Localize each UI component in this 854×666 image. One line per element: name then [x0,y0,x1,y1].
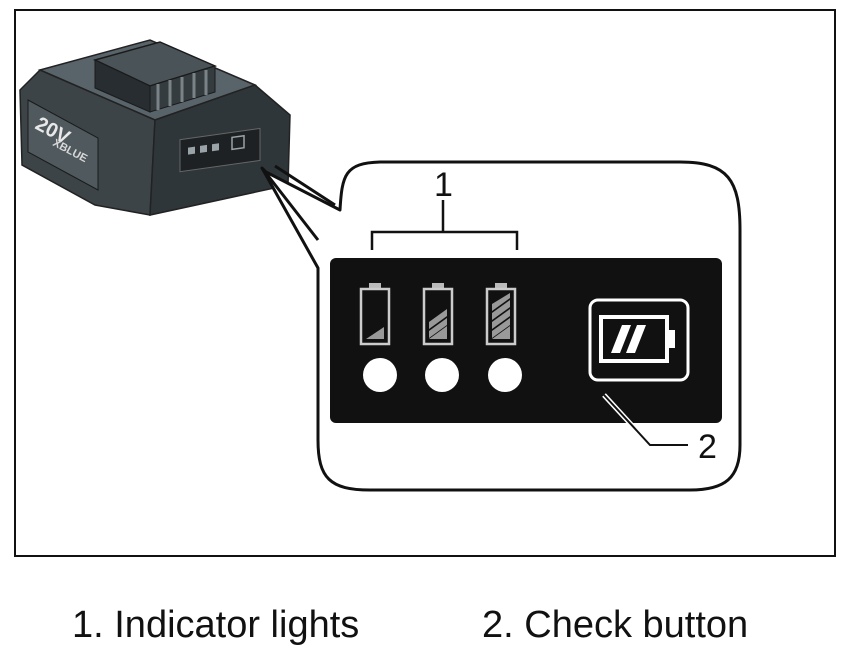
indicator-light-2 [425,358,459,392]
battery-level-full-icon [485,283,517,346]
indicator-light-1 [363,358,397,392]
battery-side-label [27,99,99,191]
figure-frame [14,9,836,557]
callout-1-bracket [370,230,519,250]
battery-indicator-window [179,127,261,173]
callout-pointer-upper [260,167,320,241]
callout-2-leader [603,394,688,446]
battery-level-medium-icon [422,283,454,346]
caption-check-button: 2. Check button [482,604,749,646]
battery-pack: 20V XBLUE [19,39,291,216]
battery-check-button [231,134,245,151]
battery-led [200,144,207,153]
caption-indicator-lights: 1. Indicator lights [72,604,360,646]
battery-led [212,143,219,152]
callout-1-number: 1 [434,166,453,204]
battery-level-low-icon [359,283,391,346]
indicator-light-3 [488,358,522,392]
callout-pointer-lower [274,164,336,207]
check-button [588,298,690,382]
battery-led [188,146,195,155]
callout-2-number: 2 [698,428,717,466]
